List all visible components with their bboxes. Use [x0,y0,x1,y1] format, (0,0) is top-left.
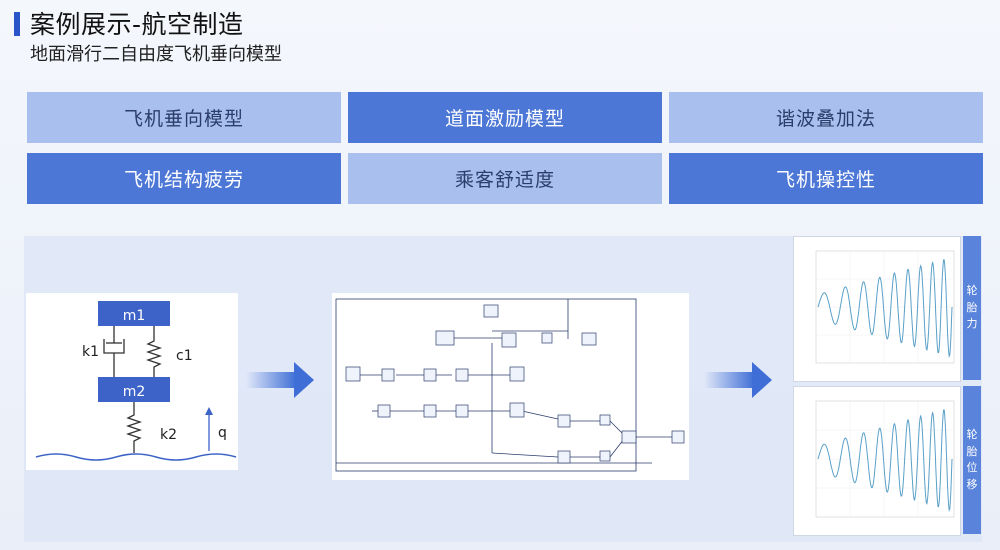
tile-label: 飞机结构疲劳 [123,169,244,191]
title-accent-bar [14,12,20,36]
tile-handling-quality[interactable]: 飞机操控性 [669,153,983,204]
damper [103,326,125,377]
mass2-label: m2 [123,384,146,400]
k1-label: k1 [82,344,99,360]
spring-k2 [125,402,143,453]
label-char: 移 [966,477,978,491]
tile-harmonic-superposition[interactable]: 谐波叠加法 [669,92,983,143]
flow-arrow-1 [246,360,316,404]
mass1-block [98,301,170,326]
tile-label: 谐波叠加法 [775,108,876,130]
tire-displacement-wave [817,409,953,512]
mass2-block [98,377,170,402]
page-title: 案例展示-航空制造 [30,10,244,39]
label-char: 位 [966,461,978,474]
label-char: 轮 [966,428,978,441]
mass1-label: m1 [123,308,146,324]
page-subtitle: 地面滑行二自由度飞机垂向模型 [30,44,282,65]
tile-label: 乘客舒适度 [454,169,555,191]
tile-label: 道面激励模型 [444,108,565,130]
c1-label: c1 [176,348,193,364]
tire-force-wave [817,259,953,358]
tire-force-plot [793,236,961,382]
label-char: 胎 [966,300,978,314]
tile-road-excitation-model[interactable]: 道面激励模型 [348,92,662,143]
tile-passenger-comfort[interactable]: 乘客舒适度 [348,153,662,204]
tire-displacement-label: 轮 胎 位 移 [963,386,981,534]
topic-tiles: 飞机垂向模型 道面激励模型 谐波叠加法 飞机结构疲劳 乘客舒适度 飞机操控性 [27,92,983,206]
tile-structural-fatigue[interactable]: 飞机结构疲劳 [27,153,341,204]
k2-label: k2 [160,427,177,443]
q-label: q [218,425,227,441]
tile-aircraft-vertical-model[interactable]: 飞机垂向模型 [27,92,341,143]
label-char: 力 [966,317,978,331]
simulink-block-diagram [332,293,689,480]
label-char: 胎 [966,444,978,458]
tire-force-label: 轮 胎 力 [963,236,981,380]
mass-spring-diagram: m1 m2 k1 c1 k2 q [26,293,238,470]
tire-displacement-plot [793,386,961,536]
label-char: 轮 [966,284,978,298]
tile-label: 飞机垂向模型 [123,108,244,130]
spring-c1 [145,326,163,377]
road-profile [35,453,237,461]
tile-label: 飞机操控性 [775,169,876,191]
flow-arrow-2 [704,360,774,404]
